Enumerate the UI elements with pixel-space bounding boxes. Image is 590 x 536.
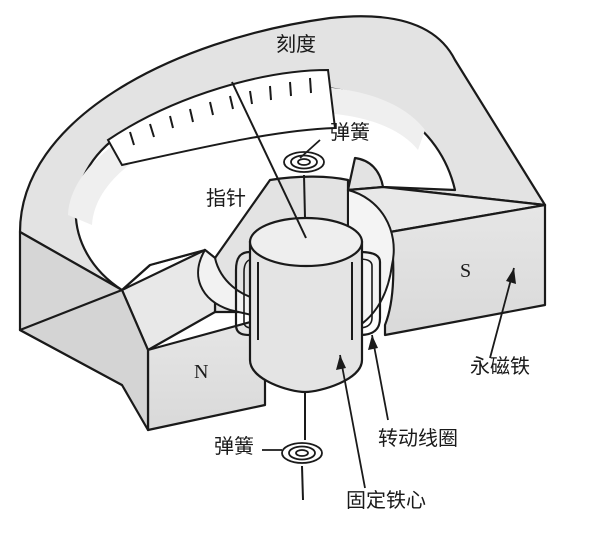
fixed-core-top [248, 216, 364, 268]
label-spring-top: 弹簧 [330, 120, 370, 144]
label-scale: 刻度 [276, 32, 316, 56]
fixed-core-body [248, 240, 364, 394]
spring-bottom [281, 392, 323, 501]
pointer-line [231, 81, 307, 239]
moving-coil [234, 250, 382, 337]
scale-ticks [129, 77, 312, 146]
label-fixed-core: 固定铁心 [346, 488, 426, 512]
label-permanent-magnet: 永磁铁 [470, 354, 530, 378]
label-moving-coil: 转动线圈 [378, 426, 458, 450]
leader-lines [262, 139, 515, 489]
north-pole-label: N [194, 361, 209, 383]
n-pole-side [18, 288, 150, 432]
label-pointer: 指针 [206, 186, 246, 210]
south-pole-label: S [460, 260, 472, 282]
arrow-heads [336, 268, 516, 370]
label-spring-bottom: 弹簧 [214, 434, 254, 458]
scale-plate [106, 68, 337, 167]
